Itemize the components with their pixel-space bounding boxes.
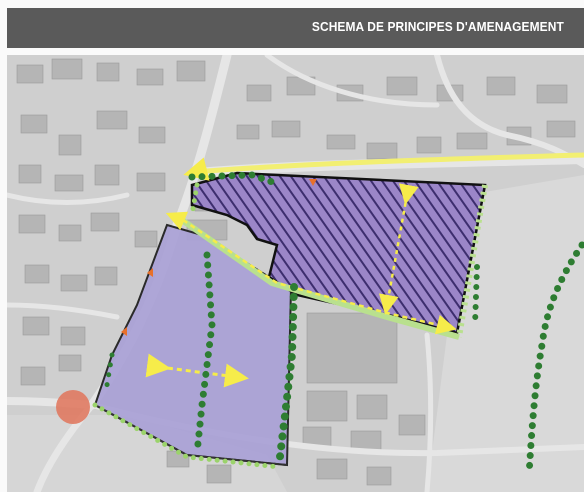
pedestrian-link-south	[182, 218, 448, 329]
access-point-markers	[121, 179, 317, 336]
link-arrow-east	[434, 314, 457, 335]
page-title: SCHEMA DE PRINCIPES D'AMENAGEMENT	[312, 19, 564, 34]
path-arrow-west	[183, 157, 210, 181]
internal-link-south	[145, 353, 249, 388]
tree-rows	[104, 171, 584, 479]
site-plan-map[interactable]	[7, 55, 584, 492]
east-buffer-edge	[456, 184, 488, 338]
pedestrian-path-north	[194, 152, 584, 175]
title-bar: SCHEMA DE PRINCIPES D'AMENAGEMENT	[7, 8, 584, 48]
pedestrian-green-belt	[180, 217, 460, 340]
site-plan-svg	[7, 55, 584, 492]
light-green-dots	[92, 182, 282, 470]
roundabout-node[interactable]	[56, 390, 90, 424]
internal-link-north	[378, 183, 419, 315]
link-arrow-west	[165, 211, 189, 231]
